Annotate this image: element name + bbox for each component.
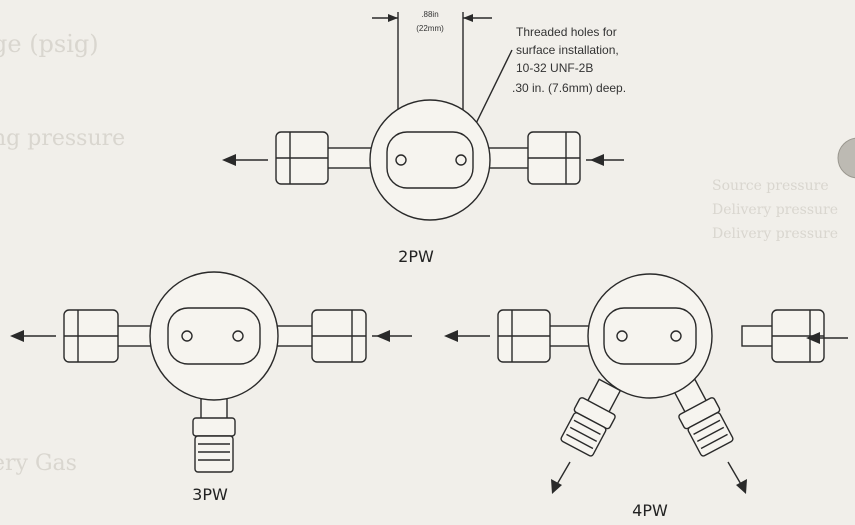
flow-arrow-icon <box>444 330 490 342</box>
note-line-3: 10-32 UNF-2B <box>516 61 593 75</box>
flow-arrow-icon <box>551 461 571 494</box>
outlet-tube-left <box>115 325 155 347</box>
diagram-3pw: 3PW <box>10 271 412 504</box>
outlet-tube-left <box>325 147 373 169</box>
dimension-metric: (22mm) <box>416 24 444 33</box>
dimension-imperial: .88in <box>421 10 438 19</box>
note-line-2: surface installation, <box>516 43 619 57</box>
hex-fitting-icon <box>192 417 236 473</box>
model-label-4pw: 4PW <box>632 501 668 520</box>
background-text-2: ng pressure <box>0 126 125 151</box>
threaded-hole <box>455 154 467 166</box>
hex-fitting-icon <box>275 131 329 185</box>
threaded-hole <box>670 330 682 342</box>
dimension-arrowhead-left <box>388 14 398 22</box>
model-label-3pw: 3PW <box>192 485 228 504</box>
threaded-hole <box>395 154 407 166</box>
flow-arrow-icon <box>372 330 412 342</box>
threaded-hole <box>232 330 244 342</box>
note-line-1: Threaded holes for <box>516 25 617 39</box>
diagram-4pw: 4PW <box>444 273 848 520</box>
hex-fitting-icon <box>311 309 367 363</box>
background-text-6: ery Gas <box>0 451 77 476</box>
angled-port-left <box>560 378 622 457</box>
dimension-arrowhead-right <box>463 14 473 22</box>
diagram-2pw: .88in (22mm) Threaded holes for surface … <box>222 10 626 266</box>
background-text-1: ge (psig) <box>0 30 99 58</box>
hex-fitting-icon <box>527 131 581 185</box>
inlet-tube-right <box>483 147 531 169</box>
inlet-tube-right <box>741 325 775 347</box>
flow-arrow-icon <box>727 461 747 494</box>
tab-marker-icon <box>837 137 855 179</box>
flow-arrow-icon <box>10 330 56 342</box>
threaded-hole <box>616 330 628 342</box>
background-print: ge (psig) ng pressure Source pressure De… <box>0 30 838 476</box>
flow-arrow-icon <box>806 332 848 344</box>
mounting-plate <box>167 307 261 365</box>
hex-fitting-icon <box>497 309 551 363</box>
hex-fitting-icon <box>771 309 825 363</box>
hex-fitting-icon <box>63 309 119 363</box>
threaded-hole <box>181 330 193 342</box>
model-label-2pw: 2PW <box>398 247 434 266</box>
flow-arrow-icon <box>222 154 268 166</box>
background-text-4: Delivery pressure <box>712 202 838 218</box>
background-text-3: Source pressure <box>712 178 829 194</box>
note-line-4: .30 in. (7.6mm) deep. <box>512 81 626 95</box>
mounting-plate <box>386 131 474 189</box>
outlet-tube-right <box>275 325 315 347</box>
flow-arrow-icon <box>586 154 624 166</box>
mounting-plate <box>603 307 697 365</box>
background-text-5: Delivery pressure <box>712 226 838 242</box>
